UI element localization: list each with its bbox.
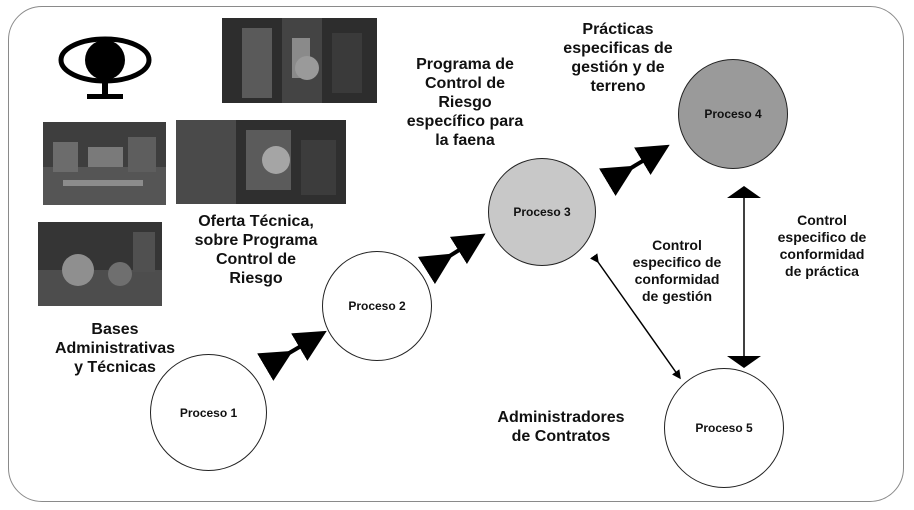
control-gestion-label: Control especifico de conformidad de ges… (632, 237, 722, 304)
practicas-label: Prácticas especificas de gestión y de te… (563, 21, 673, 95)
arrow-p1-p2 (257, 330, 327, 381)
process-1-label: Proceso 1 (179, 405, 238, 420)
industrial-plant-photo (222, 18, 377, 103)
process-5-circle: Proceso 5 (664, 368, 784, 488)
mining-equipment-photo (43, 122, 166, 205)
process-3-circle: Proceso 3 (488, 158, 596, 266)
arrow-p3-p4 (599, 144, 670, 196)
arrow-p3-p5 (589, 253, 681, 380)
oferta-label: Oferta Técnica, sobre Programa Control d… (194, 213, 318, 287)
control-practica-label: Control especifico de conformidad de prá… (777, 212, 867, 279)
administradores-label: Administradores de Contratos (497, 409, 625, 445)
arrowhead-up (727, 186, 761, 198)
diagram-frame (8, 6, 904, 502)
process-5-label: Proceso 5 (695, 421, 753, 435)
arrowhead-down (727, 356, 761, 368)
process-2-label: Proceso 2 (348, 299, 406, 313)
workers-photo (176, 120, 346, 204)
arrow-p2-p3 (417, 233, 486, 285)
furnace-photo (38, 222, 162, 306)
bases-label: Bases Administrativas y Técnicas (54, 321, 176, 376)
process-4-label: Proceso 4 (704, 107, 762, 121)
eye-symbol-logo-icon (55, 24, 155, 112)
process-2-circle: Proceso 2 (322, 251, 432, 361)
programa-label: Programa de Control de Riesgo específico… (406, 56, 524, 149)
process-1-circle: Proceso 1 (150, 354, 267, 471)
process-3-label: Proceso 3 (513, 205, 571, 219)
process-4-circle: Proceso 4 (678, 59, 788, 169)
